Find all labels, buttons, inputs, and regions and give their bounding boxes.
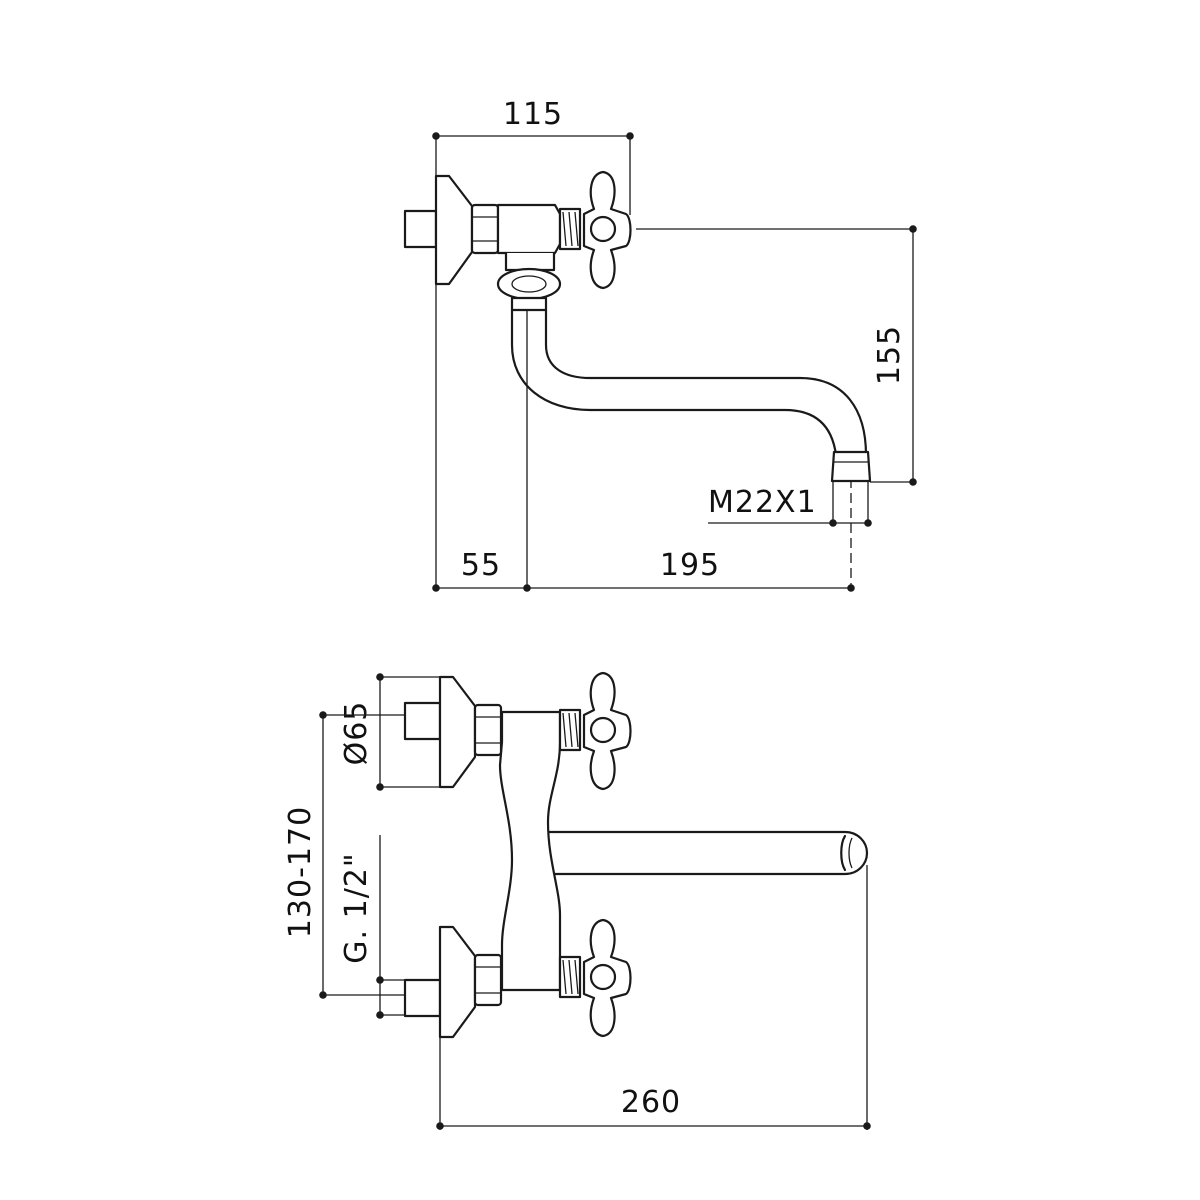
dim-label-center-distance: 130-170 xyxy=(283,806,318,938)
dim-label-195: 195 xyxy=(660,548,720,583)
side-view: 115 155 55 195 M22X1 xyxy=(403,97,917,592)
swivel-ring xyxy=(496,267,562,301)
dim-dot xyxy=(909,478,917,486)
union-nut xyxy=(470,203,500,255)
dim-label-115: 115 xyxy=(503,97,563,132)
dim-dot xyxy=(847,584,855,592)
dim-dot xyxy=(829,519,837,527)
valve-body xyxy=(496,203,562,255)
spout-tip xyxy=(840,834,847,872)
mixer-body xyxy=(498,710,562,992)
front-spout xyxy=(546,830,869,876)
spout-collar xyxy=(510,296,548,312)
inlet-stub-lower xyxy=(403,978,442,1018)
dim-label-thread: M22X1 xyxy=(708,485,817,520)
union-nut-upper xyxy=(473,703,503,757)
wall-flange xyxy=(434,174,474,286)
dim-dot xyxy=(626,132,634,140)
inlet-stub xyxy=(403,209,438,249)
aerator xyxy=(830,450,872,483)
dim-dot xyxy=(909,225,917,233)
front-view: Ø65 130-170 G. 1/2" 260 xyxy=(283,671,871,1130)
wall-flange-lower xyxy=(438,925,477,1039)
handle-cap xyxy=(589,215,617,243)
dim-label-inlet: G. 1/2" xyxy=(339,852,374,963)
wall-flange-upper xyxy=(438,675,477,789)
dim-label-diameter: Ø65 xyxy=(339,701,374,766)
dim-dot xyxy=(523,584,531,592)
dim-label-55: 55 xyxy=(461,548,501,583)
dim-dot xyxy=(432,132,440,140)
dim-label-260: 260 xyxy=(621,1085,681,1120)
dim-label-155: 155 xyxy=(872,325,907,385)
spout-outer-line xyxy=(510,308,838,457)
union-nut-lower xyxy=(473,953,503,1007)
dim-dot xyxy=(864,519,872,527)
spout-neck xyxy=(504,251,556,272)
spout-inner-line xyxy=(544,308,868,457)
dim-dot xyxy=(432,584,440,592)
inlet-stub-upper xyxy=(403,701,442,741)
